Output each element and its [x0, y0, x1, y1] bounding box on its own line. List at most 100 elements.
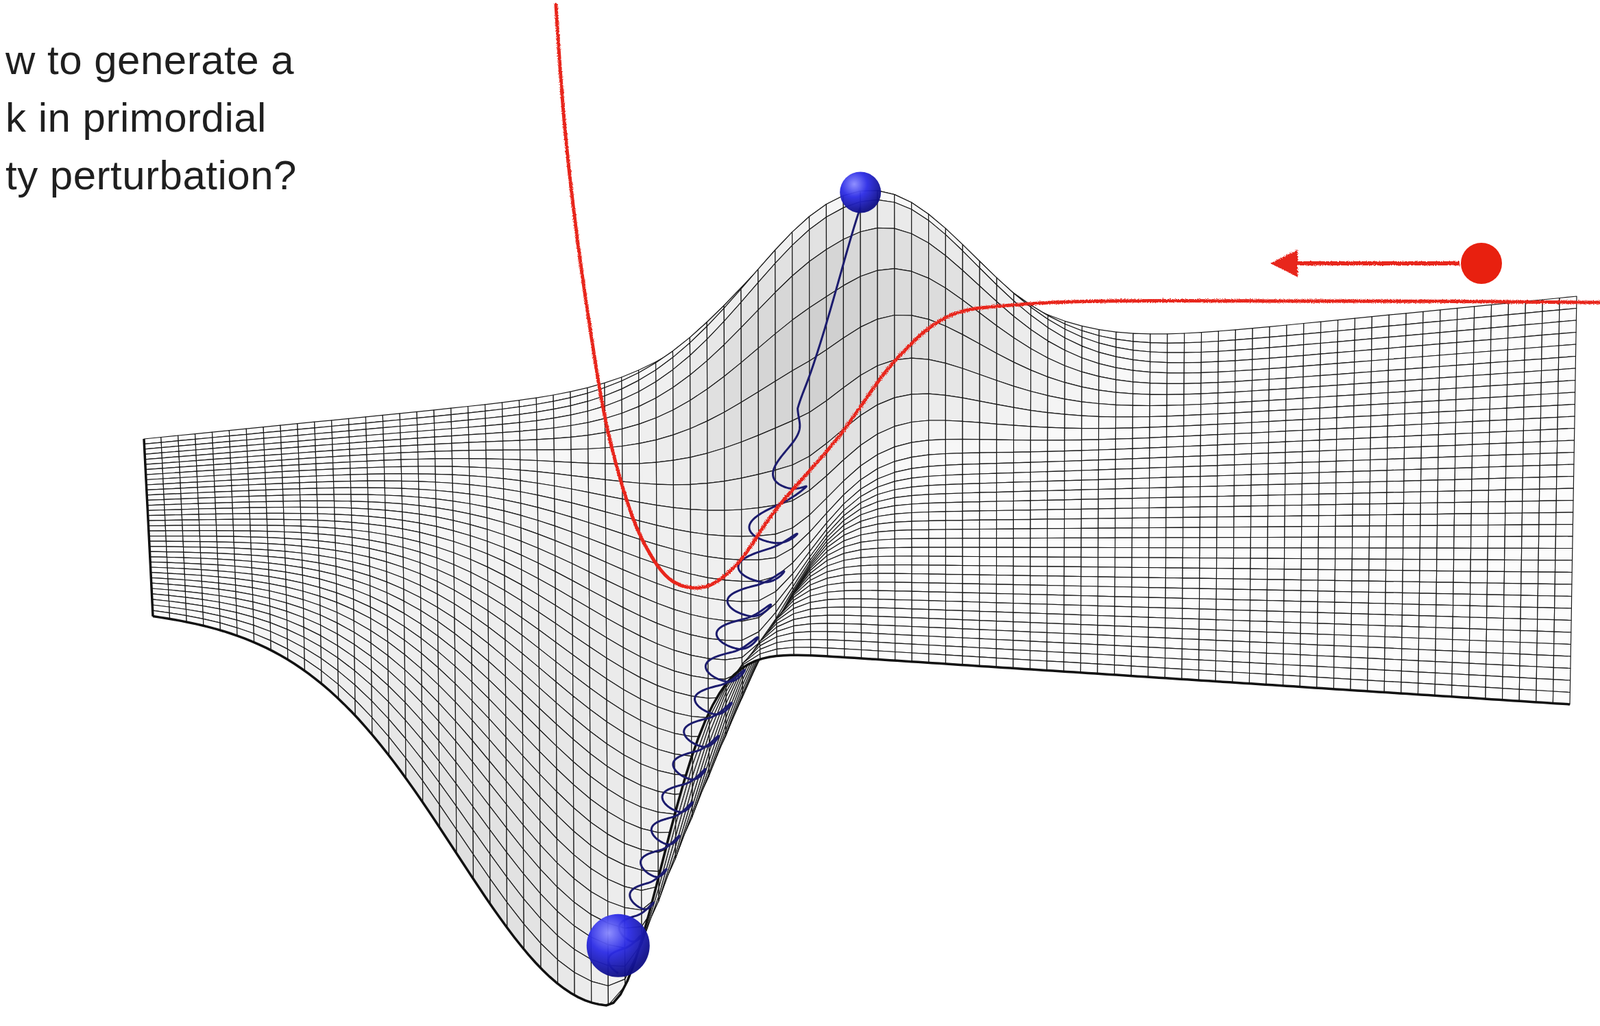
- mesh-cell: [1251, 410, 1269, 423]
- mesh-cell: [451, 442, 469, 451]
- mesh-cell: [1013, 440, 1032, 453]
- mesh-cell: [1233, 505, 1252, 517]
- mesh-cell: [283, 512, 301, 519]
- mesh-cell: [1318, 536, 1336, 548]
- mesh-cell: [1098, 547, 1116, 557]
- mesh-cell: [1454, 490, 1472, 502]
- mesh-cell: [1302, 451, 1320, 463]
- mesh-cell: [1013, 556, 1031, 567]
- mesh-cell: [1286, 387, 1304, 399]
- mesh-cell: [1453, 559, 1471, 572]
- mesh-cell: [283, 494, 301, 502]
- mesh-cell: [1166, 415, 1184, 427]
- mesh-cell: [148, 530, 166, 537]
- mesh-cell: [1487, 559, 1505, 572]
- mesh-cell: [724, 509, 742, 537]
- mesh-cell: [1286, 419, 1304, 432]
- mesh-cell: [502, 431, 520, 441]
- mesh-cell: [334, 507, 352, 515]
- mesh-cell: [1183, 445, 1201, 457]
- mesh-cell: [1354, 360, 1372, 373]
- mesh-cell: [1064, 527, 1082, 538]
- mesh-cell: [1405, 356, 1423, 369]
- mesh-cell: [1472, 420, 1490, 433]
- mesh-cell: [1267, 526, 1285, 538]
- mesh-cell: [1182, 557, 1200, 568]
- mesh-cell: [1388, 391, 1406, 404]
- mesh-cell: [1455, 444, 1473, 457]
- mesh-cell: [1302, 407, 1320, 420]
- mesh-cell: [1335, 525, 1353, 537]
- mesh-cell: [1403, 503, 1421, 515]
- mesh-cell: [860, 270, 878, 327]
- mesh-cell: [1336, 383, 1354, 397]
- mesh-cell: [1251, 505, 1269, 517]
- mesh-cell: [1081, 537, 1099, 548]
- mesh-cell: [1371, 370, 1389, 383]
- mesh-cell: [1250, 568, 1268, 580]
- mesh-cell: [656, 434, 674, 463]
- mesh-cell: [911, 420, 929, 443]
- mesh-cell: [1320, 374, 1338, 387]
- mesh-cell: [451, 434, 469, 443]
- mesh-cell: [1369, 492, 1387, 504]
- mesh-cell: [1064, 439, 1082, 451]
- mesh-cell: [1371, 359, 1389, 372]
- mesh-cell: [1149, 477, 1167, 488]
- mesh-cell: [250, 525, 268, 532]
- mesh-cell: [1353, 393, 1372, 406]
- mesh-cell: [1064, 460, 1082, 471]
- mesh-cell: [1320, 320, 1339, 333]
- mesh-cell: [1353, 470, 1371, 483]
- mesh-cell: [1405, 333, 1424, 347]
- mesh-cell: [1439, 353, 1457, 367]
- mesh-cell: [265, 501, 284, 508]
- mesh-cell: [1320, 385, 1338, 397]
- mesh-cell: [1286, 344, 1304, 358]
- mesh-cell: [215, 518, 234, 525]
- mesh-cell: [1320, 331, 1338, 344]
- mesh-cell: [1098, 566, 1116, 578]
- mesh-cell: [1149, 394, 1167, 406]
- mesh-cell: [571, 449, 589, 464]
- mesh-cell: [1166, 537, 1184, 548]
- mesh-cell: [1150, 333, 1168, 344]
- mesh-cell: [1268, 473, 1286, 485]
- mesh-cell: [1386, 480, 1404, 493]
- mesh-cell: [1115, 547, 1133, 558]
- mesh-cell: [1439, 331, 1457, 345]
- mesh-cell: [1267, 547, 1285, 559]
- mesh-cell: [1405, 379, 1423, 392]
- mesh-cell: [1233, 537, 1252, 548]
- mesh-cell: [1115, 427, 1133, 439]
- mesh-cell: [1200, 506, 1218, 517]
- mesh-cell: [792, 360, 810, 421]
- mesh-cell: [1218, 350, 1236, 362]
- mesh-cell: [1422, 355, 1440, 368]
- mesh-cell: [1251, 421, 1269, 434]
- mesh-cell: [1200, 444, 1218, 456]
- mesh-cell: [1421, 422, 1439, 436]
- mesh-cell: [1132, 416, 1150, 428]
- mesh-cell: [1387, 446, 1405, 459]
- mesh-cell: [979, 482, 997, 493]
- mesh-cell: [1386, 503, 1404, 515]
- mesh-cell: [1436, 525, 1454, 537]
- mesh-cell: [1438, 388, 1457, 401]
- mesh-cell: [962, 547, 980, 556]
- mesh-cell: [1352, 503, 1370, 515]
- mesh-cell: [1438, 433, 1456, 447]
- mesh-cell: [165, 540, 184, 547]
- mesh-cell: [928, 453, 947, 467]
- mesh-cell: [1522, 477, 1540, 490]
- mesh-cell: [1302, 461, 1320, 474]
- mesh-cell: [1370, 447, 1388, 460]
- mesh-cell: [1267, 536, 1285, 548]
- mesh-cell: [1455, 421, 1473, 434]
- mesh-cell: [215, 513, 234, 520]
- mesh-cell: [1422, 377, 1440, 391]
- mesh-cell: [1217, 422, 1235, 434]
- mesh-cell: [1166, 547, 1184, 559]
- mesh-cell: [1218, 392, 1236, 404]
- mesh-cell: [165, 519, 183, 526]
